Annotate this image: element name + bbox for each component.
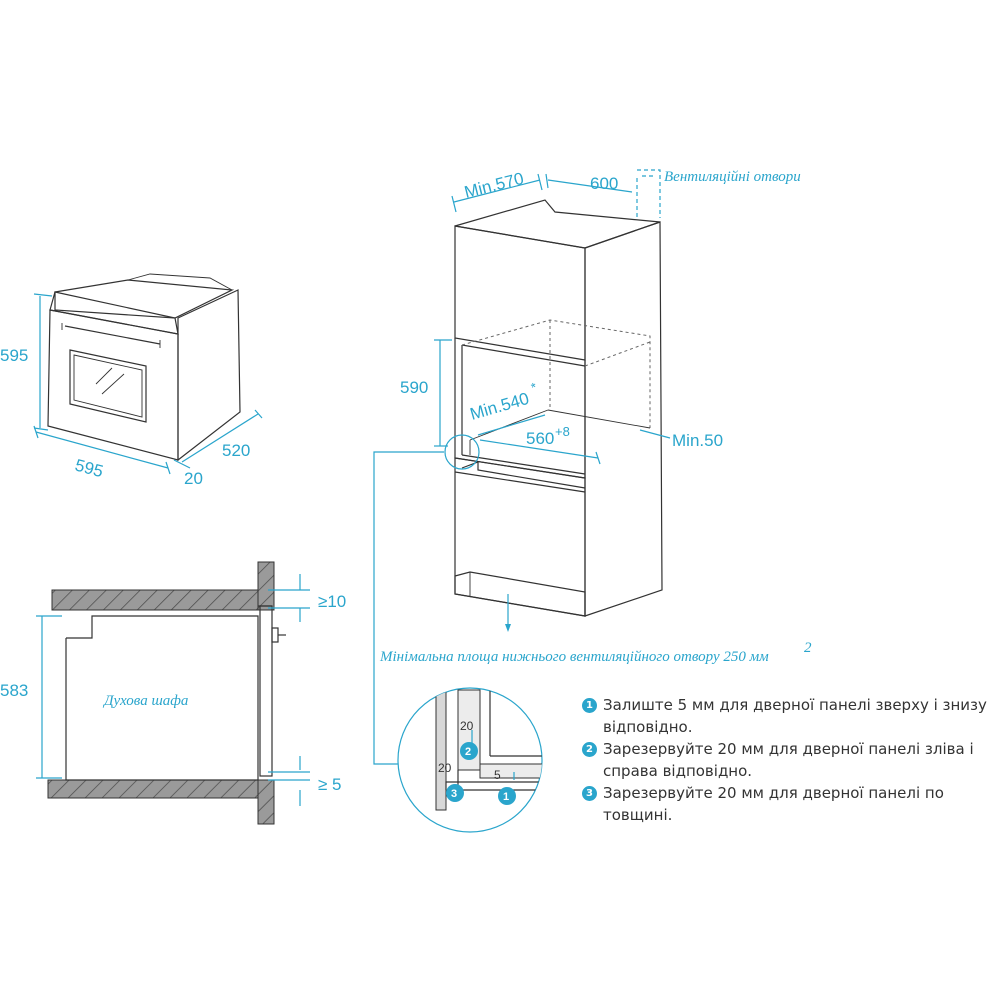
oven-front-depth-label: 20 [184, 469, 203, 488]
detail-badge-1: 1 [503, 791, 509, 803]
cabinet-min-depth-label: Min.570 [462, 169, 525, 202]
side-height-label: 583 [0, 681, 28, 700]
detail-gap-20-left: 20 [438, 761, 452, 775]
oven-height-label: 595 [0, 346, 28, 365]
gap-top-label: ≥10 [318, 592, 346, 611]
legend-text: Зарезервуйте 20 мм для дверної панелі зл… [603, 740, 974, 780]
cabinet-width-label: 600 [590, 174, 618, 193]
oven-width-label: 595 [73, 456, 105, 482]
detail-gap-20-top: 20 [460, 719, 474, 733]
legend: 1 Залиште 5 мм для дверної панелі зверху… [582, 694, 1000, 826]
detail-view: 20 20 5 1 2 3 [397, 687, 543, 833]
niche-min-depth-mark: * [529, 379, 538, 395]
detail-gap-5: 5 [494, 768, 501, 782]
niche-min-depth-label: Min.540 [468, 389, 531, 424]
vent-openings-label: Вентиляційні отвори [664, 169, 801, 185]
min-vent-area-label: Мінімальна площа нижнього вентиляційного… [379, 649, 769, 665]
legend-badge: 1 [582, 698, 597, 713]
legend-item: 3 Зарезервуйте 20 мм для дверної панелі … [582, 782, 1000, 826]
legend-badge: 2 [582, 742, 597, 757]
oven-depth-label: 520 [222, 441, 250, 460]
side-dimension-lines [36, 574, 310, 806]
legend-item: 2 Зарезервуйте 20 мм для дверної панелі … [582, 738, 1000, 782]
side-section [47, 561, 286, 825]
oven-isometric [47, 273, 241, 462]
legend-text: Залиште 5 мм для дверної панелі зверху і… [603, 696, 987, 736]
detail-badge-3: 3 [451, 788, 457, 800]
detail-leader [373, 434, 480, 765]
gap-bottom-label: ≥ 5 [318, 775, 342, 794]
legend-badge: 3 [582, 786, 597, 801]
niche-height-label: 590 [400, 378, 428, 397]
cabinet-isometric [454, 169, 663, 617]
niche-width-tolerance: +8 [555, 424, 570, 439]
min-vent-area-sup: 2 [804, 640, 812, 656]
detail-badge-2: 2 [465, 746, 471, 758]
niche-width-label: 560 [526, 429, 554, 448]
oven-dimension-lines [33, 293, 263, 475]
oven-label: Духова шафа [102, 693, 188, 709]
legend-text: Зарезервуйте 20 мм для дверної панелі по… [603, 784, 944, 824]
rear-gap-min-label: Min.50 [672, 431, 723, 450]
legend-item: 1 Залиште 5 мм для дверної панелі зверху… [582, 694, 1000, 738]
